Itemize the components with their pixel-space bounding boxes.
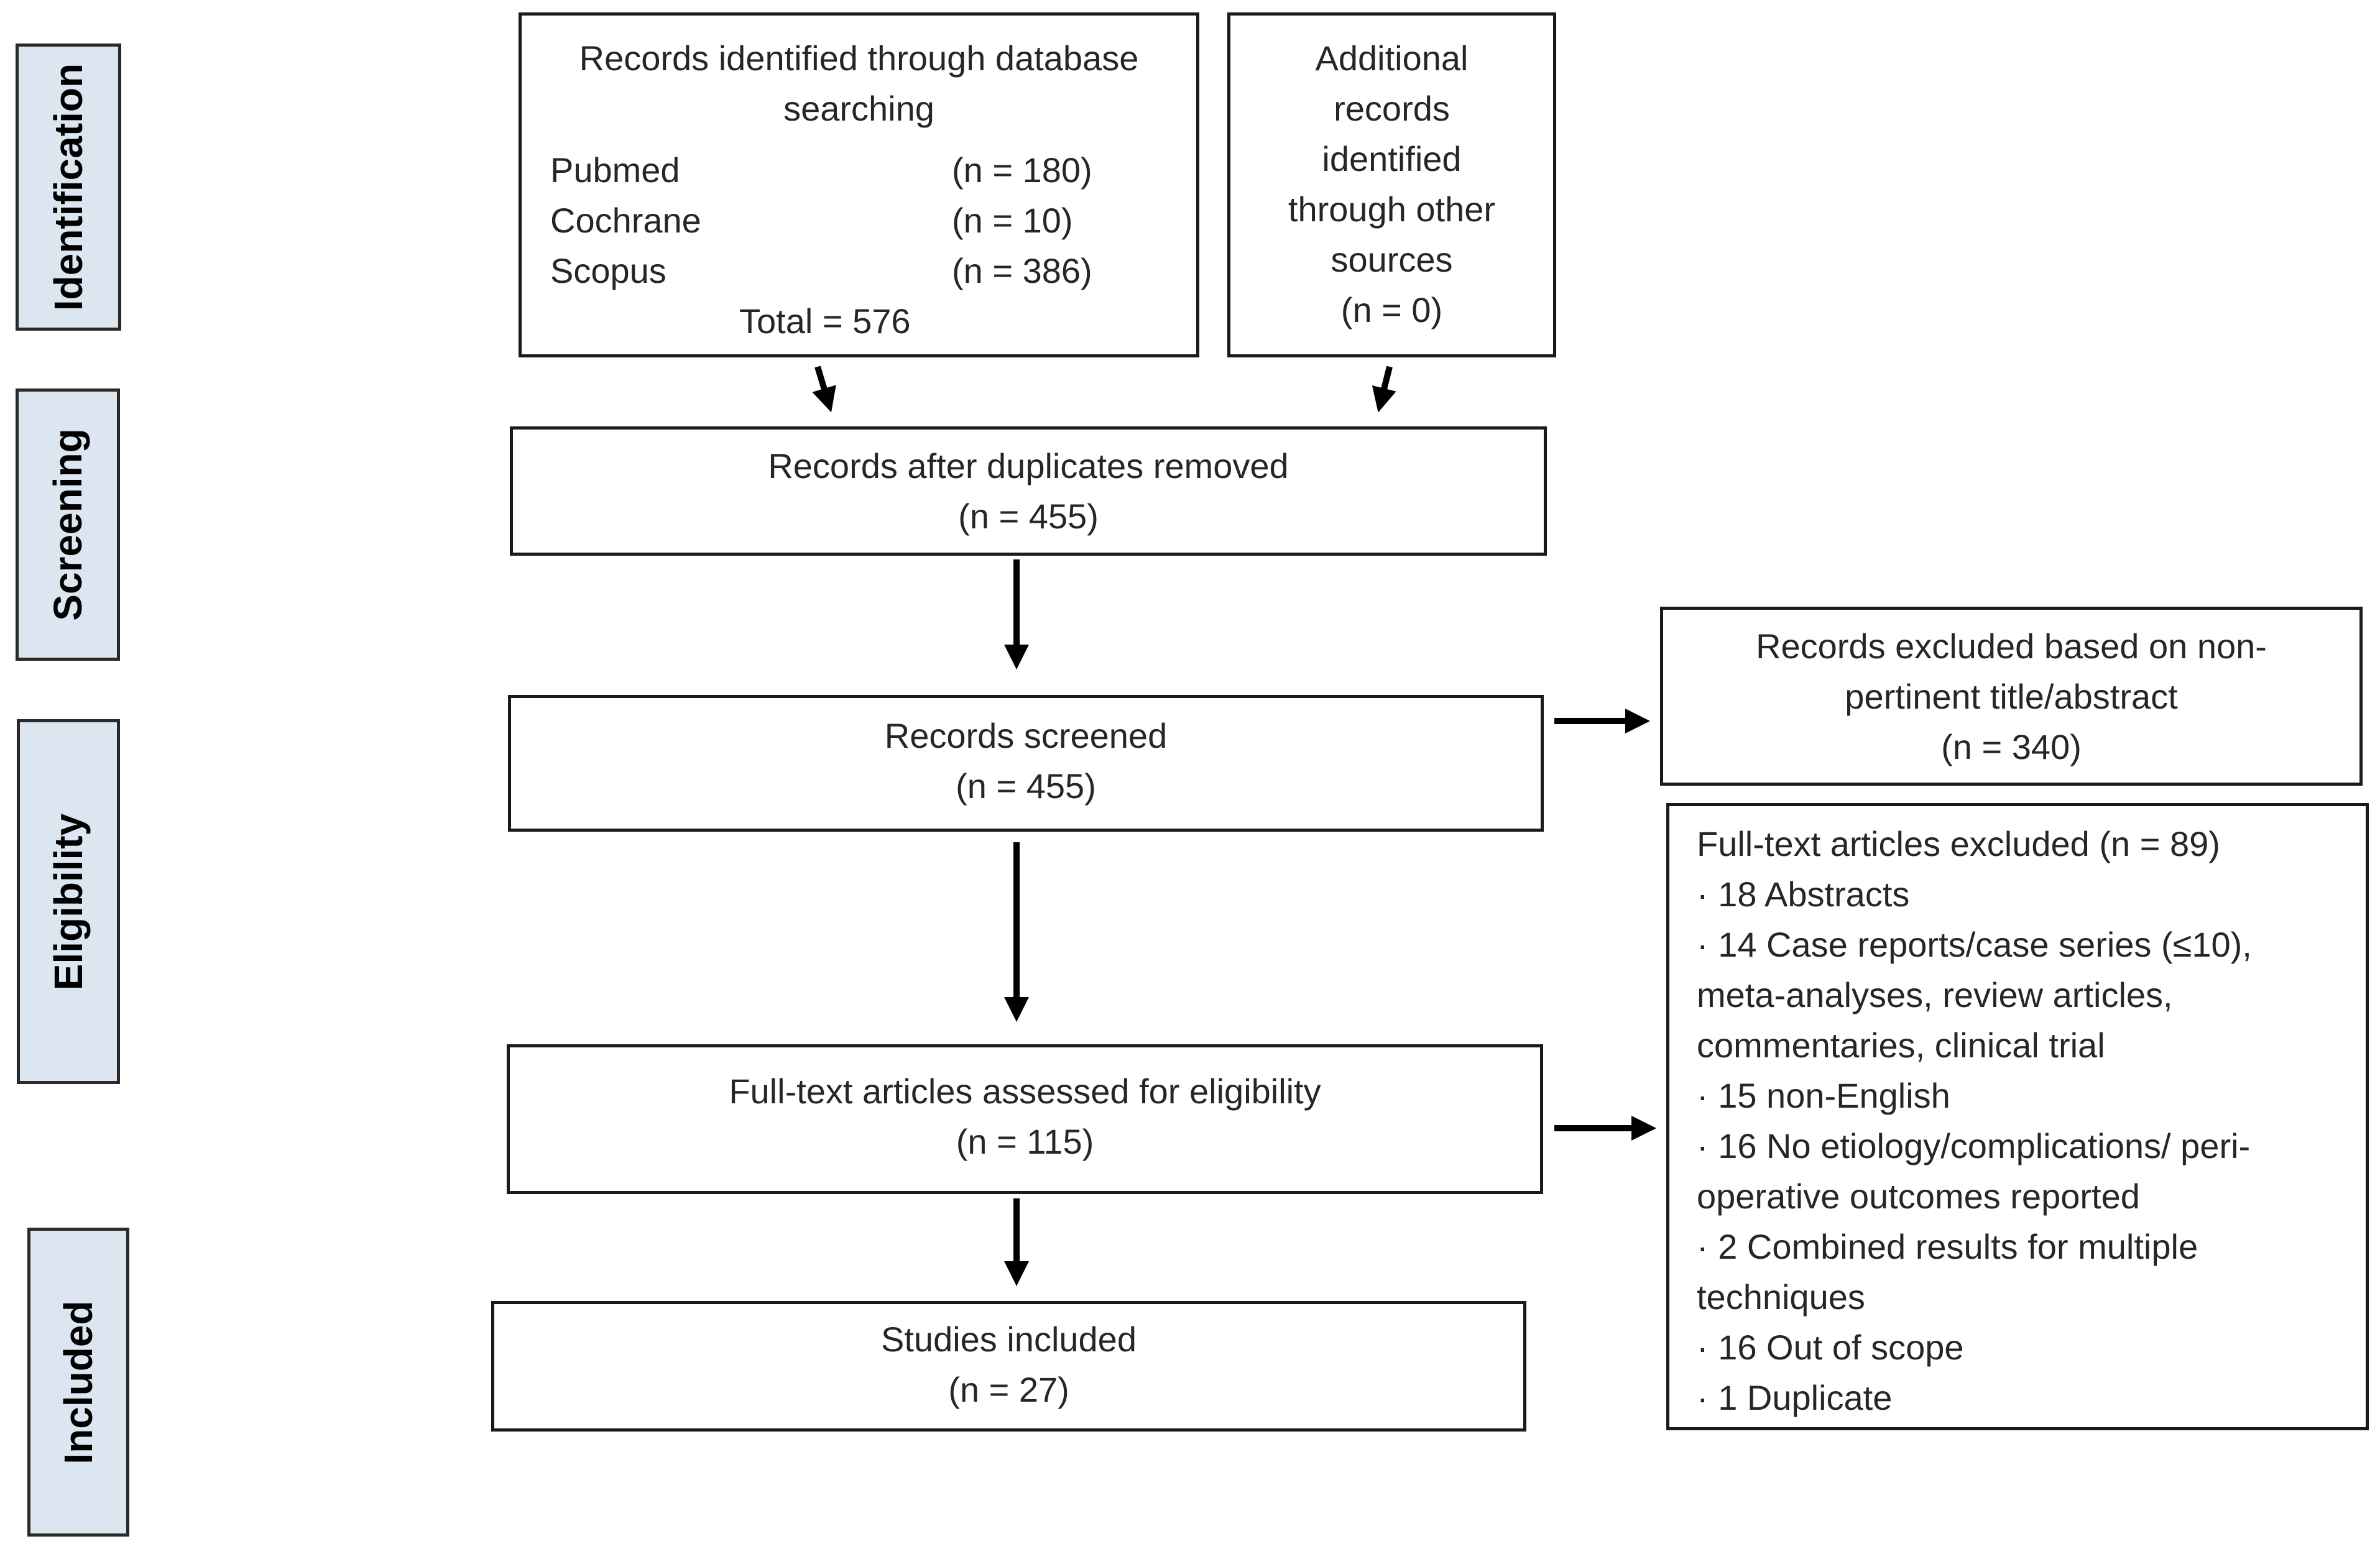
phase-label-eligibility: Eligibility	[17, 719, 120, 1084]
other-sources-line-5: sources	[1331, 240, 1453, 279]
database-search-box: Records identified through database sear…	[519, 12, 1199, 357]
phase-identification-text: Identification	[46, 63, 91, 311]
duplicates-removed-box: Records after duplicates removed (n = 45…	[510, 426, 1547, 556]
other-sources-line-1: Additional	[1315, 39, 1469, 78]
studies-included-title: Studies included	[881, 1320, 1137, 1359]
fulltext-excluded-reason-no-etiology-cont: operative outcomes reported	[1697, 1177, 2140, 1216]
database-box-title-line1: Records identified through database	[579, 39, 1139, 78]
phase-label-identification: Identification	[16, 44, 121, 331]
fulltext-excluded-title: Full-text articles excluded (n = 89)	[1697, 824, 2220, 863]
fulltext-assessed-count: (n = 115)	[956, 1122, 1094, 1161]
source-name-scopus: Scopus	[550, 251, 666, 290]
database-box-title-line2: searching	[783, 89, 934, 128]
duplicates-removed-title: Records after duplicates removed	[768, 446, 1289, 485]
fulltext-assessed-box: Full-text articles assessed for eligibil…	[507, 1044, 1543, 1194]
arrow-other-sources-to-duplicates	[1372, 365, 1396, 413]
phase-included-text: Included	[56, 1300, 101, 1464]
studies-included-box: Studies included (n = 27)	[491, 1301, 1526, 1432]
phase-label-included: Included	[27, 1228, 129, 1537]
arrow-database-to-duplicates	[812, 365, 836, 413]
database-total: Total = 576	[739, 301, 911, 341]
other-sources-line-3: identified	[1322, 139, 1462, 178]
studies-included-count: (n = 27)	[948, 1370, 1069, 1409]
duplicates-removed-count: (n = 455)	[958, 497, 1099, 536]
fulltext-assessed-title: Full-text articles assessed for eligibil…	[729, 1072, 1321, 1111]
other-sources-box: Additional records identified through ot…	[1227, 12, 1556, 357]
excluded-title-abstract-line1: Records excluded based on non-	[1756, 627, 2267, 666]
phase-screening-text: Screening	[45, 428, 90, 621]
source-count-pubmed: (n = 180)	[952, 150, 1092, 190]
fulltext-excluded-reason-out-of-scope: · 16 Out of scope	[1697, 1328, 1964, 1367]
other-sources-line-4: through other	[1288, 190, 1496, 229]
phase-eligibility-text: Eligibility	[46, 813, 91, 990]
source-count-scopus: (n = 386)	[952, 251, 1092, 290]
records-screened-count: (n = 455)	[956, 766, 1096, 806]
records-screened-title: Records screened	[884, 716, 1168, 755]
phase-label-screening: Screening	[16, 388, 120, 661]
fulltext-excluded-box: Full-text articles excluded (n = 89) · 1…	[1666, 803, 2369, 1430]
fulltext-excluded-reason-combined: · 2 Combined results for multiple	[1697, 1227, 2198, 1266]
fulltext-excluded-reason-case-reports: · 14 Case reports/case series (≤10),	[1697, 925, 2252, 964]
fulltext-excluded-reason-duplicate: · 1 Duplicate	[1697, 1378, 1893, 1417]
fulltext-excluded-reason-combined-cont: techniques	[1697, 1277, 1865, 1317]
excluded-title-abstract-line2: pertinent title/abstract	[1845, 677, 2178, 716]
excluded-title-abstract-box: Records excluded based on non- pertinent…	[1660, 607, 2363, 786]
other-sources-count: (n = 0)	[1340, 290, 1443, 329]
fulltext-excluded-reason-case-reports-cont1: meta-analyses, review articles,	[1697, 975, 2173, 1014]
source-name-pubmed: Pubmed	[550, 150, 680, 190]
fulltext-excluded-reason-no-etiology: · 16 No etiology/complications/ peri-	[1697, 1126, 2251, 1165]
other-sources-line-2: records	[1334, 89, 1450, 128]
fulltext-excluded-reason-non-english: · 15 non-English	[1697, 1076, 1950, 1115]
fulltext-excluded-reason-abstracts: · 18 Abstracts	[1697, 875, 1910, 914]
source-name-cochrane: Cochrane	[550, 201, 701, 240]
fulltext-excluded-reason-case-reports-cont2: commentaries, clinical trial	[1697, 1026, 2105, 1065]
source-count-cochrane: (n = 10)	[952, 201, 1073, 240]
records-screened-box: Records screened (n = 455)	[508, 695, 1544, 832]
excluded-title-abstract-count: (n = 340)	[1941, 727, 2082, 766]
